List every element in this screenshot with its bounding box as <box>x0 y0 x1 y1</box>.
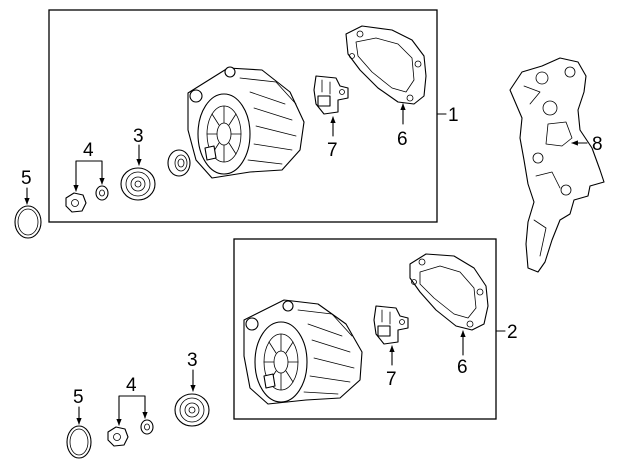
pulley-lower <box>174 393 210 427</box>
alternator-upper <box>187 66 305 179</box>
upper-assembly-frame <box>48 9 438 223</box>
nut-washer-upper <box>65 185 109 213</box>
callout-7-lower: 7 <box>386 369 397 390</box>
bearing-upper <box>167 149 191 177</box>
alternator-lower <box>243 299 363 405</box>
voltage-regulator-upper <box>313 75 349 115</box>
cap-left <box>14 205 42 239</box>
callout-7-upper: 7 <box>327 140 338 161</box>
callout-6-lower: 6 <box>457 357 468 378</box>
voltage-regulator-lower <box>373 305 409 345</box>
cap-lower <box>66 425 92 459</box>
callout-4-upper: 4 <box>83 140 94 161</box>
pulley-upper <box>120 167 156 201</box>
callout-6-upper: 6 <box>397 129 408 150</box>
rear-cover-upper <box>345 25 427 105</box>
mounting-bracket <box>509 57 605 273</box>
lower-assembly-frame <box>233 238 497 420</box>
bracket-4-lower <box>118 395 146 411</box>
rear-cover-lower <box>409 253 489 331</box>
callout-1: 1 <box>448 105 459 126</box>
callout-8: 8 <box>592 134 603 155</box>
callout-2: 2 <box>507 322 518 343</box>
callout-4-lower: 4 <box>126 375 137 396</box>
callout-3-lower: 3 <box>187 350 198 371</box>
bracket-4-upper <box>75 160 103 177</box>
callout-5-lower: 5 <box>73 387 84 408</box>
nut-washer-lower <box>107 419 154 447</box>
callout-5-upper: 5 <box>21 168 32 189</box>
callout-3-upper: 3 <box>133 126 144 147</box>
